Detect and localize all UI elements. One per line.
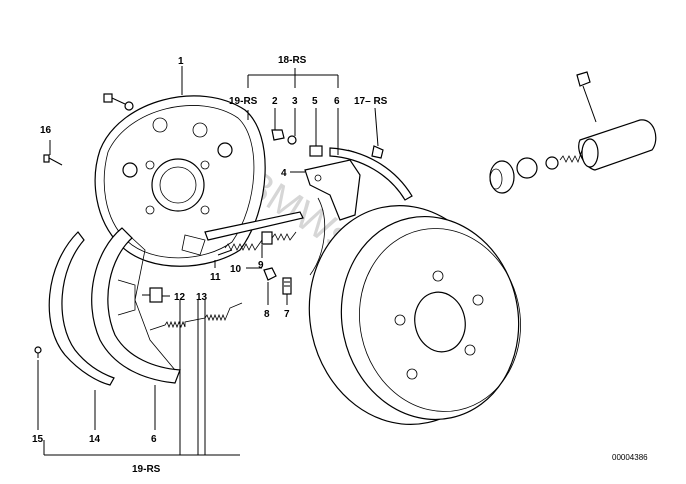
wheel-cylinder [489, 71, 657, 194]
leader-lines [37, 66, 379, 456]
callout-7: 7 [284, 309, 290, 320]
backing-plate [94, 95, 266, 267]
callout-19-rs-bottom: 19-RS [132, 464, 161, 475]
adjuster-strut [204, 211, 304, 256]
callout-8: 8 [264, 309, 270, 320]
dust-cap [371, 145, 384, 159]
brake-shoe [91, 227, 181, 384]
diagram-reference-number: 00004386 [612, 453, 648, 462]
callout-10: 10 [230, 264, 242, 275]
bleeder-nut [271, 129, 285, 141]
hold-down-clip [142, 287, 163, 303]
callout-12: 12 [174, 292, 186, 303]
callout-19-rs-top: 19-RS [229, 96, 258, 107]
callout-5: 5 [312, 96, 318, 107]
callout-1: 1 [178, 56, 184, 67]
callout-15: 15 [32, 434, 44, 445]
callout-13: 13 [196, 292, 208, 303]
hold-down-pin [34, 346, 42, 358]
sleeve-nut [309, 145, 323, 157]
shoe-pin [43, 154, 63, 166]
callout-11: 11 [210, 272, 221, 283]
callout-2: 2 [272, 96, 278, 107]
callout-6-top: 6 [334, 96, 340, 107]
mounting-bolt [103, 93, 134, 111]
callout-4: 4 [281, 168, 287, 179]
washer [287, 135, 297, 145]
callout-14: 14 [89, 434, 101, 445]
brake-drum [308, 205, 521, 425]
callout-16: 16 [40, 125, 52, 136]
brake-lining [48, 231, 115, 386]
callout-18-rs: 18-RS [278, 55, 307, 66]
hex-nut [263, 267, 277, 281]
callout-17-rs: 17– RS [354, 96, 388, 107]
callout-6-bottom: 6 [151, 434, 157, 445]
callout-9: 9 [258, 260, 264, 271]
wheel-bolt [282, 277, 292, 295]
return-spring [149, 302, 243, 331]
callout-3: 3 [292, 96, 298, 107]
